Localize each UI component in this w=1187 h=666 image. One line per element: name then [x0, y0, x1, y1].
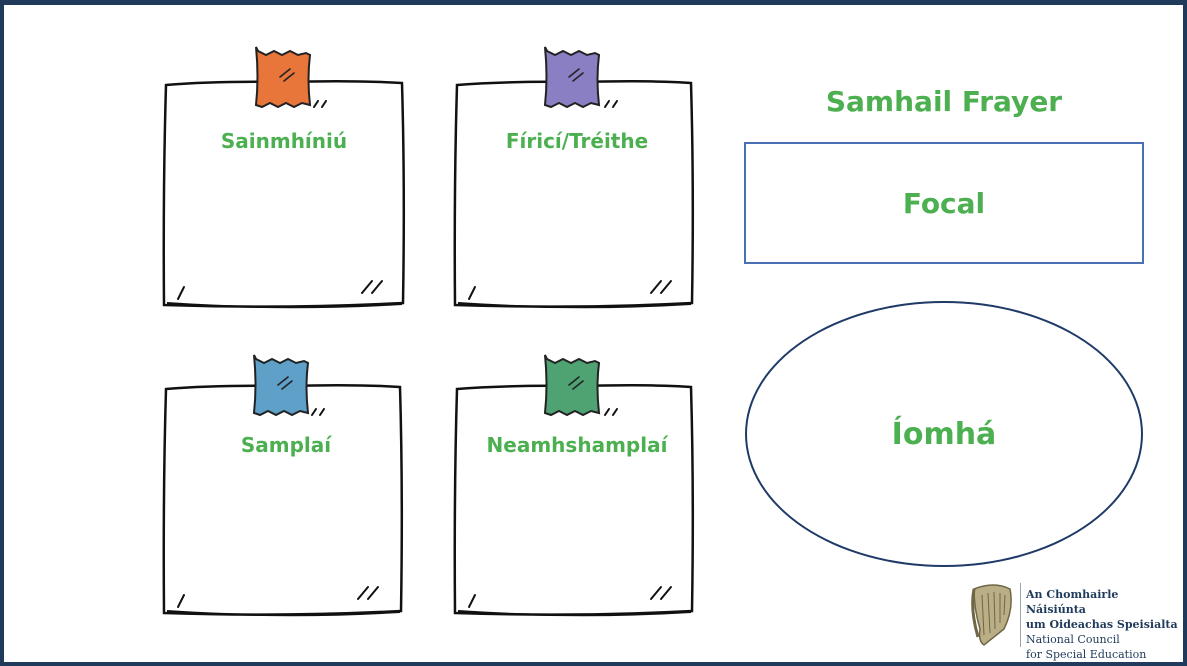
- note-label: Fíricí/Tréithe: [505, 129, 649, 153]
- note-label: Sainmhíniú: [220, 129, 348, 153]
- sticky-note-frame: [162, 46, 406, 309]
- tape-icon: [543, 354, 601, 417]
- note-non-examples: Neamhshamplaí: [447, 351, 707, 621]
- sticky-note-frame: [453, 354, 695, 617]
- logo-divider: [1020, 583, 1021, 647]
- logo-line: for Special Education: [1026, 648, 1147, 661]
- note-examples: Samplaí: [156, 351, 416, 621]
- sticky-note-frame: [162, 354, 404, 617]
- logo-text: An Chomhairle Náisiúnta um Oideachas Spe…: [1026, 587, 1182, 662]
- tape-icon: [543, 46, 601, 109]
- image-oval-label: Íomhá: [891, 416, 997, 452]
- logo-line: National Council: [1026, 633, 1120, 646]
- page-title: Samhail Frayer: [825, 85, 1063, 118]
- image-oval: Íomhá: [745, 301, 1143, 567]
- tape-icon: [254, 46, 312, 109]
- note-label: Samplaí: [240, 433, 332, 457]
- logo-line: um Oideachas Speisialta: [1026, 618, 1178, 631]
- word-box: Focal: [744, 142, 1144, 264]
- note-definition: Sainmhíniú: [154, 46, 414, 317]
- note-label: Neamhshamplaí: [486, 433, 668, 457]
- word-box-label: Focal: [902, 186, 986, 220]
- note-facts-characteristics: Fíricí/Tréithe: [447, 46, 707, 317]
- ncse-logo: An Chomhairle Náisiúnta um Oideachas Spe…: [962, 577, 1182, 661]
- tape-icon: [252, 354, 310, 417]
- logo-line: An Chomhairle Náisiúnta: [1026, 588, 1119, 616]
- harp-icon: [971, 584, 1012, 646]
- sticky-note-frame: [453, 46, 695, 309]
